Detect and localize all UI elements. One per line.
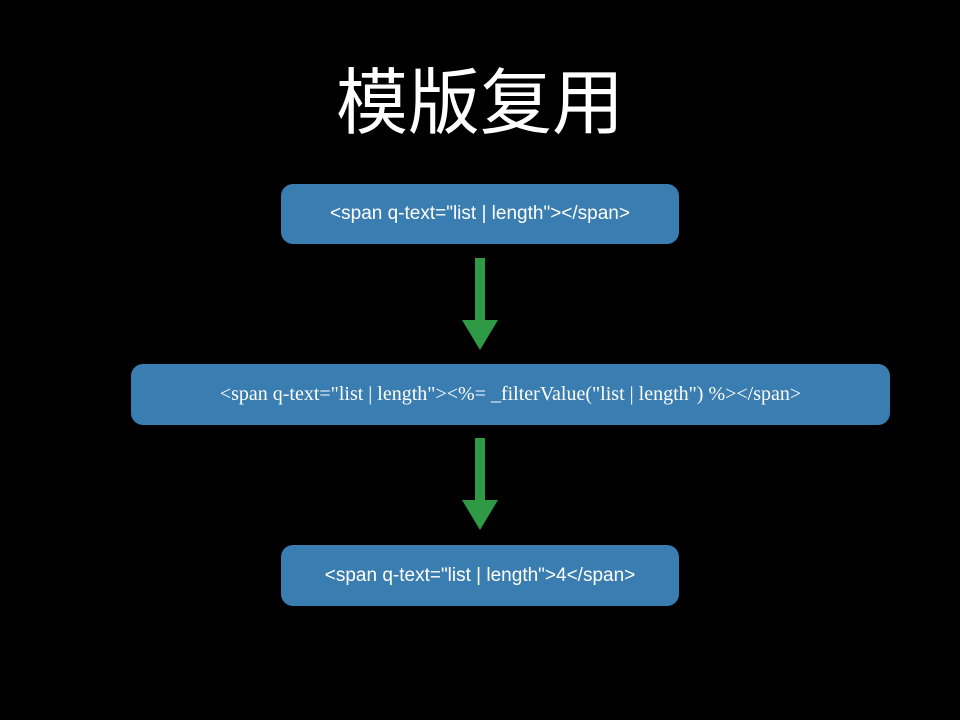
step-code: <span q-text="list | length"></span> [330, 203, 630, 224]
step-box-template: <span q-text="list | length"></span> [281, 184, 679, 244]
step-box-compiled: <span q-text="list | length"><%= _filter… [131, 364, 890, 425]
step-code: <span q-text="list | length"><%= _filter… [219, 383, 802, 405]
step-code: <span q-text="list | length">4</span> [324, 564, 636, 586]
arrow-down-icon [462, 258, 498, 350]
arrow-down-icon [462, 438, 498, 530]
slide-title: 模版复用 [335, 61, 624, 145]
step-box-rendered: <span q-text="list | length">4</span> [281, 545, 679, 606]
